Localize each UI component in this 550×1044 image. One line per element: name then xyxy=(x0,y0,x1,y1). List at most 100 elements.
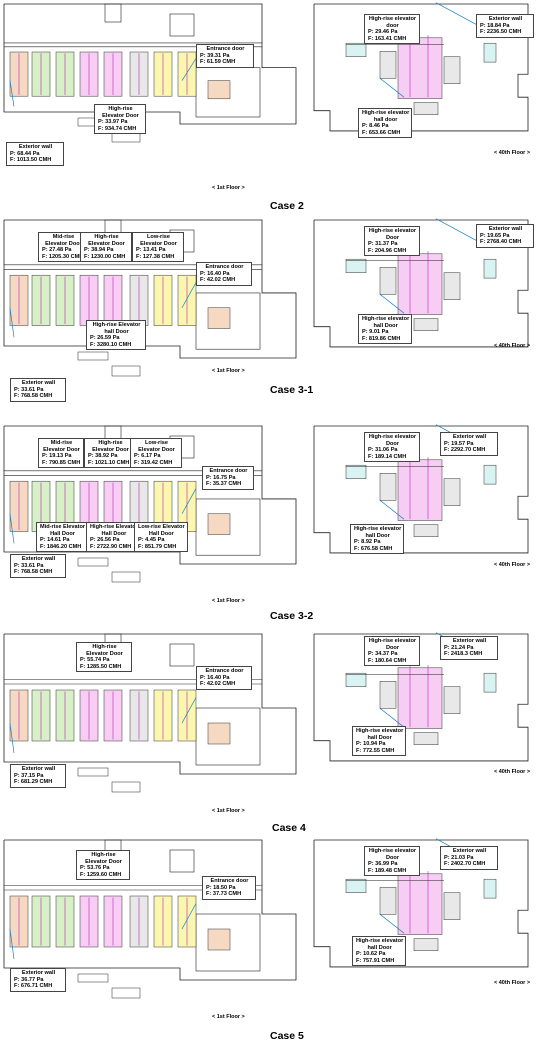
annotation-title: Mid-rise xyxy=(52,234,75,240)
leader-line xyxy=(9,722,15,754)
annotation-title: High-rise elevator xyxy=(354,526,402,532)
shaft xyxy=(483,878,497,899)
floor-plan-walls xyxy=(313,632,529,762)
fortieth-floor-label: < 40th Floor > xyxy=(494,562,531,568)
annotation-title: High-rise elevator xyxy=(368,434,417,440)
pressure-value: P: 37.15 Pa xyxy=(14,772,44,779)
case-caption: Case 4 xyxy=(272,822,306,834)
room-box xyxy=(77,767,109,777)
pressure-value: P: 18.50 Pa xyxy=(206,884,236,891)
pressure-value: P: 16.75 Pa xyxy=(206,474,236,481)
pressure-value: P: 6.17 Pa xyxy=(134,453,161,460)
pressure-value: P: 14.61 Pa xyxy=(40,537,70,544)
pressure-value: P: 36.99 Pa xyxy=(368,861,398,868)
shaft xyxy=(379,681,397,709)
floor-plan-walls xyxy=(3,219,297,377)
flow-value: F: 127.38 CMH xyxy=(136,253,175,260)
flow-value: F: 1259.60 CMH xyxy=(80,871,122,878)
annotation-title: Exterior wall xyxy=(488,16,523,22)
annotation-title: hall door xyxy=(373,116,398,123)
shaft xyxy=(413,524,439,537)
room-box xyxy=(111,365,141,377)
pressure-value: P: 68.44 Pa xyxy=(10,150,40,157)
pressure-value: P: 16.40 Pa xyxy=(200,674,230,681)
flow-value: F: 2768.40 CMH xyxy=(480,239,522,246)
pressure-value: P: 10.94 Pa xyxy=(356,741,386,748)
leader-line xyxy=(435,218,477,241)
exterior-wall xyxy=(313,219,529,348)
shaft xyxy=(483,464,497,485)
flow-value: F: 35.37 CMH xyxy=(206,481,242,488)
annotation-title: Elevator Door xyxy=(45,240,82,247)
flow-value: F: 1013.50 CMH xyxy=(10,157,52,164)
flow-value: F: 37.73 CMH xyxy=(206,891,242,898)
annotation-title: High-rise Elevator xyxy=(92,322,141,328)
pressure-value: P: 26.56 Pa xyxy=(90,537,120,544)
flow-value: F: 1230.00 CMH xyxy=(84,253,126,260)
elevator-shaft xyxy=(397,459,443,521)
pressure-value: P: 21.03 Pa xyxy=(444,854,474,861)
annotation-title: Entrance door xyxy=(205,264,244,270)
flow-value: F: 204.96 CMH xyxy=(368,247,407,254)
case-floor-plans xyxy=(3,632,529,793)
floor-plan-walls xyxy=(313,424,529,554)
case-caption: Case 3-1 xyxy=(270,384,314,396)
shaft xyxy=(207,722,231,745)
shaft xyxy=(207,928,231,951)
room-box xyxy=(77,973,109,983)
room-box xyxy=(111,781,141,793)
elevator-shaft xyxy=(397,253,443,315)
annotation-title: Entrance door xyxy=(205,668,244,674)
annotation-title: High-rise elevator xyxy=(362,316,410,322)
shaft xyxy=(379,51,397,79)
pressure-value: P: 21.24 Pa xyxy=(444,644,474,651)
annotation-title: Exterior wall xyxy=(21,766,56,772)
leader-line xyxy=(379,294,405,314)
annotation-title: Elevator Door xyxy=(140,240,177,247)
first-floor-label: < 1st Floor > xyxy=(212,808,245,814)
annotation-title: hall Door xyxy=(365,532,390,539)
flow-value: F: 676.58 CMH xyxy=(354,545,393,552)
pressure-value: P: 10.62 Pa xyxy=(356,951,386,958)
annotation-title: Exterior wall xyxy=(488,226,523,232)
flow-value: F: 1846.20 CMH xyxy=(40,543,82,550)
annotation-title: Mid-rise Elevator xyxy=(40,524,86,530)
leader-line xyxy=(9,513,15,544)
shaft xyxy=(443,478,461,506)
annotation-title: hall Door xyxy=(367,944,392,951)
exterior-wall xyxy=(3,219,297,359)
floor-plan-walls xyxy=(313,2,529,132)
annotation-title: Elevator Door xyxy=(92,446,129,453)
annotation-title: Low-rise xyxy=(144,440,168,446)
annotation-title: High-rise elevator xyxy=(368,848,417,854)
pressure-value: P: 19.13 Pa xyxy=(42,453,72,460)
pressure-value: P: 38.94 Pa xyxy=(84,247,114,254)
flow-value: F: 819.86 CMH xyxy=(362,335,401,342)
pressure-value: P: 33.61 Pa xyxy=(14,386,44,393)
leader-line xyxy=(9,928,15,960)
shaft xyxy=(345,464,367,479)
room-box xyxy=(111,571,141,583)
pressure-value: P: 9.01 Pa xyxy=(362,329,389,336)
leader-line xyxy=(435,2,477,25)
first-floor-label: < 1st Floor > xyxy=(212,1014,245,1020)
floor-plan-walls xyxy=(313,218,529,348)
shaft xyxy=(345,42,367,57)
flow-value: F: 1205.30 CMH xyxy=(42,253,84,260)
annotation-title: hall Door xyxy=(367,734,392,741)
annotation-title: High-rise xyxy=(91,852,116,858)
first-floor-label: < 1st Floor > xyxy=(212,598,245,604)
pressure-value: P: 27.48 Pa xyxy=(42,247,72,254)
